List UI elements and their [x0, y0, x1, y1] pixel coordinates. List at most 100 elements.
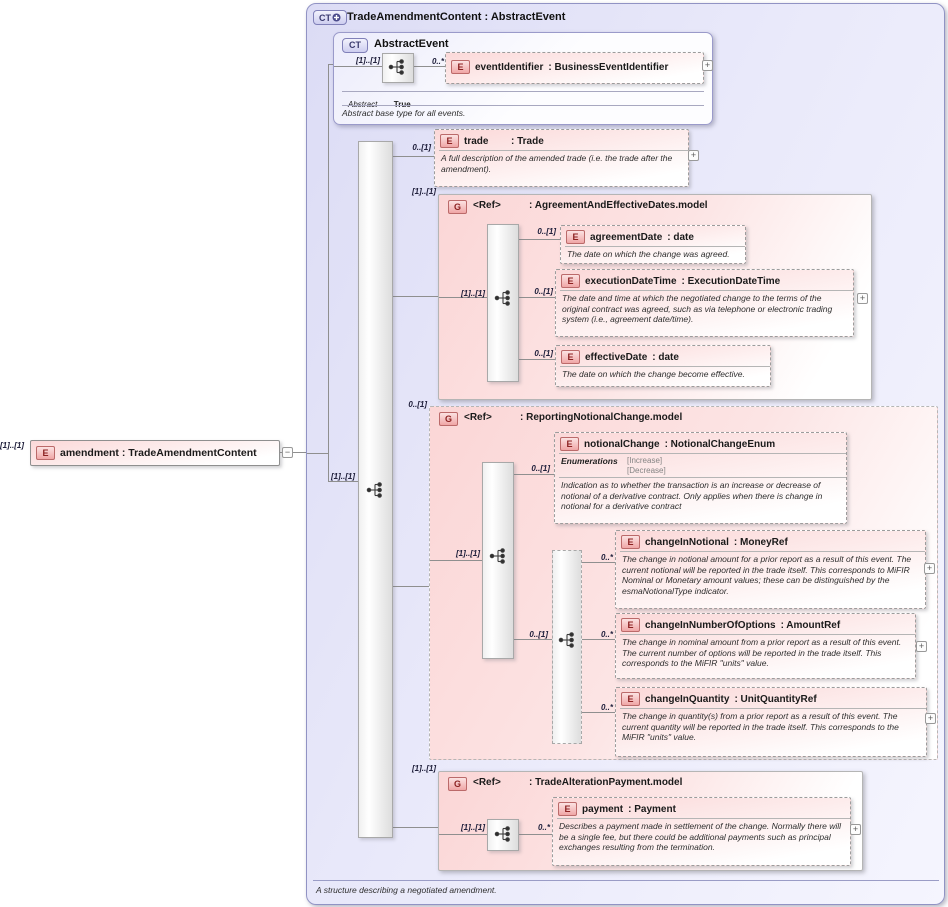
- element-name: changeInNotional: [645, 536, 729, 548]
- root-description: A structure describing a negotiated amen…: [316, 885, 497, 895]
- element-name: trade: [464, 135, 489, 147]
- expand-button-change-in-notional[interactable]: +: [924, 563, 935, 574]
- group-type: : AgreementAndEffectiveDates.model: [529, 200, 708, 211]
- sequence-cardinality: [1]..[1]: [461, 823, 485, 832]
- element-box-trade[interactable]: E trade : Trade A full description of th…: [434, 129, 689, 187]
- group-type: : ReportingNotionalChange.model: [520, 412, 683, 423]
- element-box-change-in-quantity[interactable]: E changeInQuantity : UnitQuantityRef The…: [615, 687, 927, 757]
- element-name: notionalChange: [584, 438, 660, 450]
- expand-button-event-identifier[interactable]: +: [702, 60, 713, 71]
- effective-date-cardinality: 0..[1]: [534, 349, 553, 358]
- collapse-button-amendment[interactable]: −: [282, 447, 293, 458]
- element-badge-icon: E: [558, 802, 577, 816]
- group-box-agreement-and-effective-dates[interactable]: G <Ref> : AgreementAndEffectiveDates.mod…: [438, 194, 872, 400]
- element-name: changeInNumberOfOptions: [645, 619, 776, 631]
- element-badge-icon: E: [561, 350, 580, 364]
- sequence-compositor: [487, 819, 519, 851]
- element-badge-icon: E: [621, 535, 640, 549]
- element-description: The date and time at which the negotiate…: [562, 293, 833, 324]
- enumeration-value: [Increase]: [627, 456, 663, 465]
- reporting-group-cardinality: 0..[1]: [408, 400, 427, 409]
- group-box-reporting-notional-change[interactable]: G <Ref> : ReportingNotionalChange.model …: [429, 406, 938, 760]
- element-description: The change in quantity(s) from a prior r…: [622, 711, 899, 742]
- element-name: agreementDate: [590, 231, 663, 243]
- element-box-event-identifier[interactable]: E eventIdentifier : BusinessEventIdentif…: [445, 52, 704, 84]
- element-badge-icon: E: [440, 134, 459, 148]
- notional-change-cardinality: 0..[1]: [531, 464, 550, 473]
- expand-button-payment[interactable]: +: [850, 824, 861, 835]
- expand-button-change-in-quantity[interactable]: +: [925, 713, 936, 724]
- abstract-event-title: AbstractEvent: [374, 38, 449, 50]
- complex-type-badge: CT: [342, 38, 368, 53]
- element-box-amendment[interactable]: E amendment : TradeAmendmentContent: [30, 440, 280, 466]
- group-name: <Ref>: [473, 777, 501, 788]
- main-sequence-compositor: [358, 141, 393, 838]
- sequence-cardinality: [1]..[1]: [456, 549, 480, 558]
- property-value: True: [393, 100, 411, 109]
- element-type: : BusinessEventIdentifier: [548, 61, 669, 73]
- enumerations-label: Enumerations: [561, 456, 618, 466]
- sequence-icon: [494, 289, 512, 307]
- sequence-icon: [366, 481, 384, 499]
- element-name: changeInQuantity: [645, 693, 730, 705]
- complex-type-badge: CT: [313, 10, 347, 25]
- group-badge-icon: G: [448, 777, 467, 791]
- sequence-icon: [489, 547, 507, 565]
- trade-cardinality: 0..[1]: [412, 143, 431, 152]
- element-type: : AmountRef: [780, 619, 841, 631]
- enumerations-facet: Enumerations [Increase] [Decrease]: [555, 454, 846, 477]
- element-type: : UnitQuantityRef: [734, 693, 817, 705]
- sequence-compositor: [382, 53, 414, 83]
- sequence-cardinality: [1]..[1]: [461, 289, 485, 298]
- agreement-date-cardinality: 0..[1]: [537, 227, 556, 236]
- main-sequence-cardinality: [1]..[1]: [331, 472, 355, 481]
- change-in-notional-cardinality: 0..*: [600, 553, 613, 562]
- amendment-cardinality: [1]..[1]: [0, 441, 24, 450]
- element-box-execution-date-time[interactable]: E executionDateTime : ExecutionDateTime …: [555, 269, 854, 337]
- element-type: : date: [652, 351, 679, 363]
- group-name: <Ref>: [464, 412, 492, 423]
- expand-button-trade[interactable]: +: [688, 150, 699, 161]
- element-badge-icon: E: [621, 692, 640, 706]
- expand-button-change-in-number-of-options[interactable]: +: [916, 641, 927, 652]
- derived-by-extension-icon: [332, 13, 341, 22]
- element-box-effective-date[interactable]: E effectiveDate : date The date on which…: [555, 345, 771, 387]
- element-badge-icon: E: [621, 618, 640, 632]
- element-description: Indication as to whether the transaction…: [561, 480, 823, 511]
- element-name: payment: [582, 803, 624, 815]
- element-description: The change in notional amount for a prio…: [622, 554, 912, 596]
- inner-sequence-compositor: [552, 550, 582, 744]
- payment-cardinality: 0..*: [537, 823, 550, 832]
- element-box-notional-change[interactable]: E notionalChange : NotionalChangeEnum En…: [554, 432, 847, 524]
- complex-type-box-abstract-event[interactable]: CT AbstractEvent [1]..[1] 0..* E eventId…: [333, 32, 713, 125]
- element-box-agreement-date[interactable]: E agreementDate : date The date on which…: [560, 225, 746, 264]
- element-box-change-in-number-of-options[interactable]: E changeInNumberOfOptions : AmountRef Th…: [615, 613, 916, 679]
- property-label: Abstract: [348, 100, 378, 109]
- complex-type-badge-label: CT: [319, 12, 331, 23]
- abstract-event-description: Abstract base type for all events.: [342, 108, 466, 118]
- event-identifier-cardinality: 0..*: [431, 57, 444, 66]
- sequence-icon: [558, 631, 576, 649]
- execution-date-time-cardinality: 0..[1]: [534, 287, 553, 296]
- enumeration-value: [Decrease]: [627, 465, 666, 475]
- group-box-trade-alteration-payment[interactable]: G <Ref> : TradeAlterationPayment.model […: [438, 771, 863, 871]
- change-in-number-of-options-cardinality: 0..*: [600, 630, 613, 639]
- element-badge-icon: E: [561, 274, 580, 288]
- element-type: : Trade: [511, 135, 544, 147]
- sequence-icon: [388, 58, 406, 76]
- element-box-payment[interactable]: E payment : Payment Describes a payment …: [552, 797, 851, 866]
- group-badge-icon: G: [448, 200, 467, 214]
- element-name: executionDateTime: [585, 275, 677, 287]
- group-type: : TradeAlterationPayment.model: [529, 777, 683, 788]
- page-title: TradeAmendmentContent : AbstractEvent: [347, 11, 566, 23]
- element-box-change-in-notional[interactable]: E changeInNotional : MoneyRef The change…: [615, 530, 926, 609]
- agreement-group-cardinality: [1]..[1]: [412, 187, 436, 196]
- group-badge-icon: G: [439, 412, 458, 426]
- element-badge-icon: E: [451, 60, 470, 74]
- complex-type-box-trade-amendment-content[interactable]: CT TradeAmendmentContent : AbstractEvent…: [306, 3, 945, 905]
- expand-button-execution-date-time[interactable]: +: [857, 293, 868, 304]
- payment-group-cardinality: [1]..[1]: [412, 764, 436, 773]
- element-type: : MoneyRef: [733, 536, 788, 548]
- element-type: : ExecutionDateTime: [681, 275, 781, 287]
